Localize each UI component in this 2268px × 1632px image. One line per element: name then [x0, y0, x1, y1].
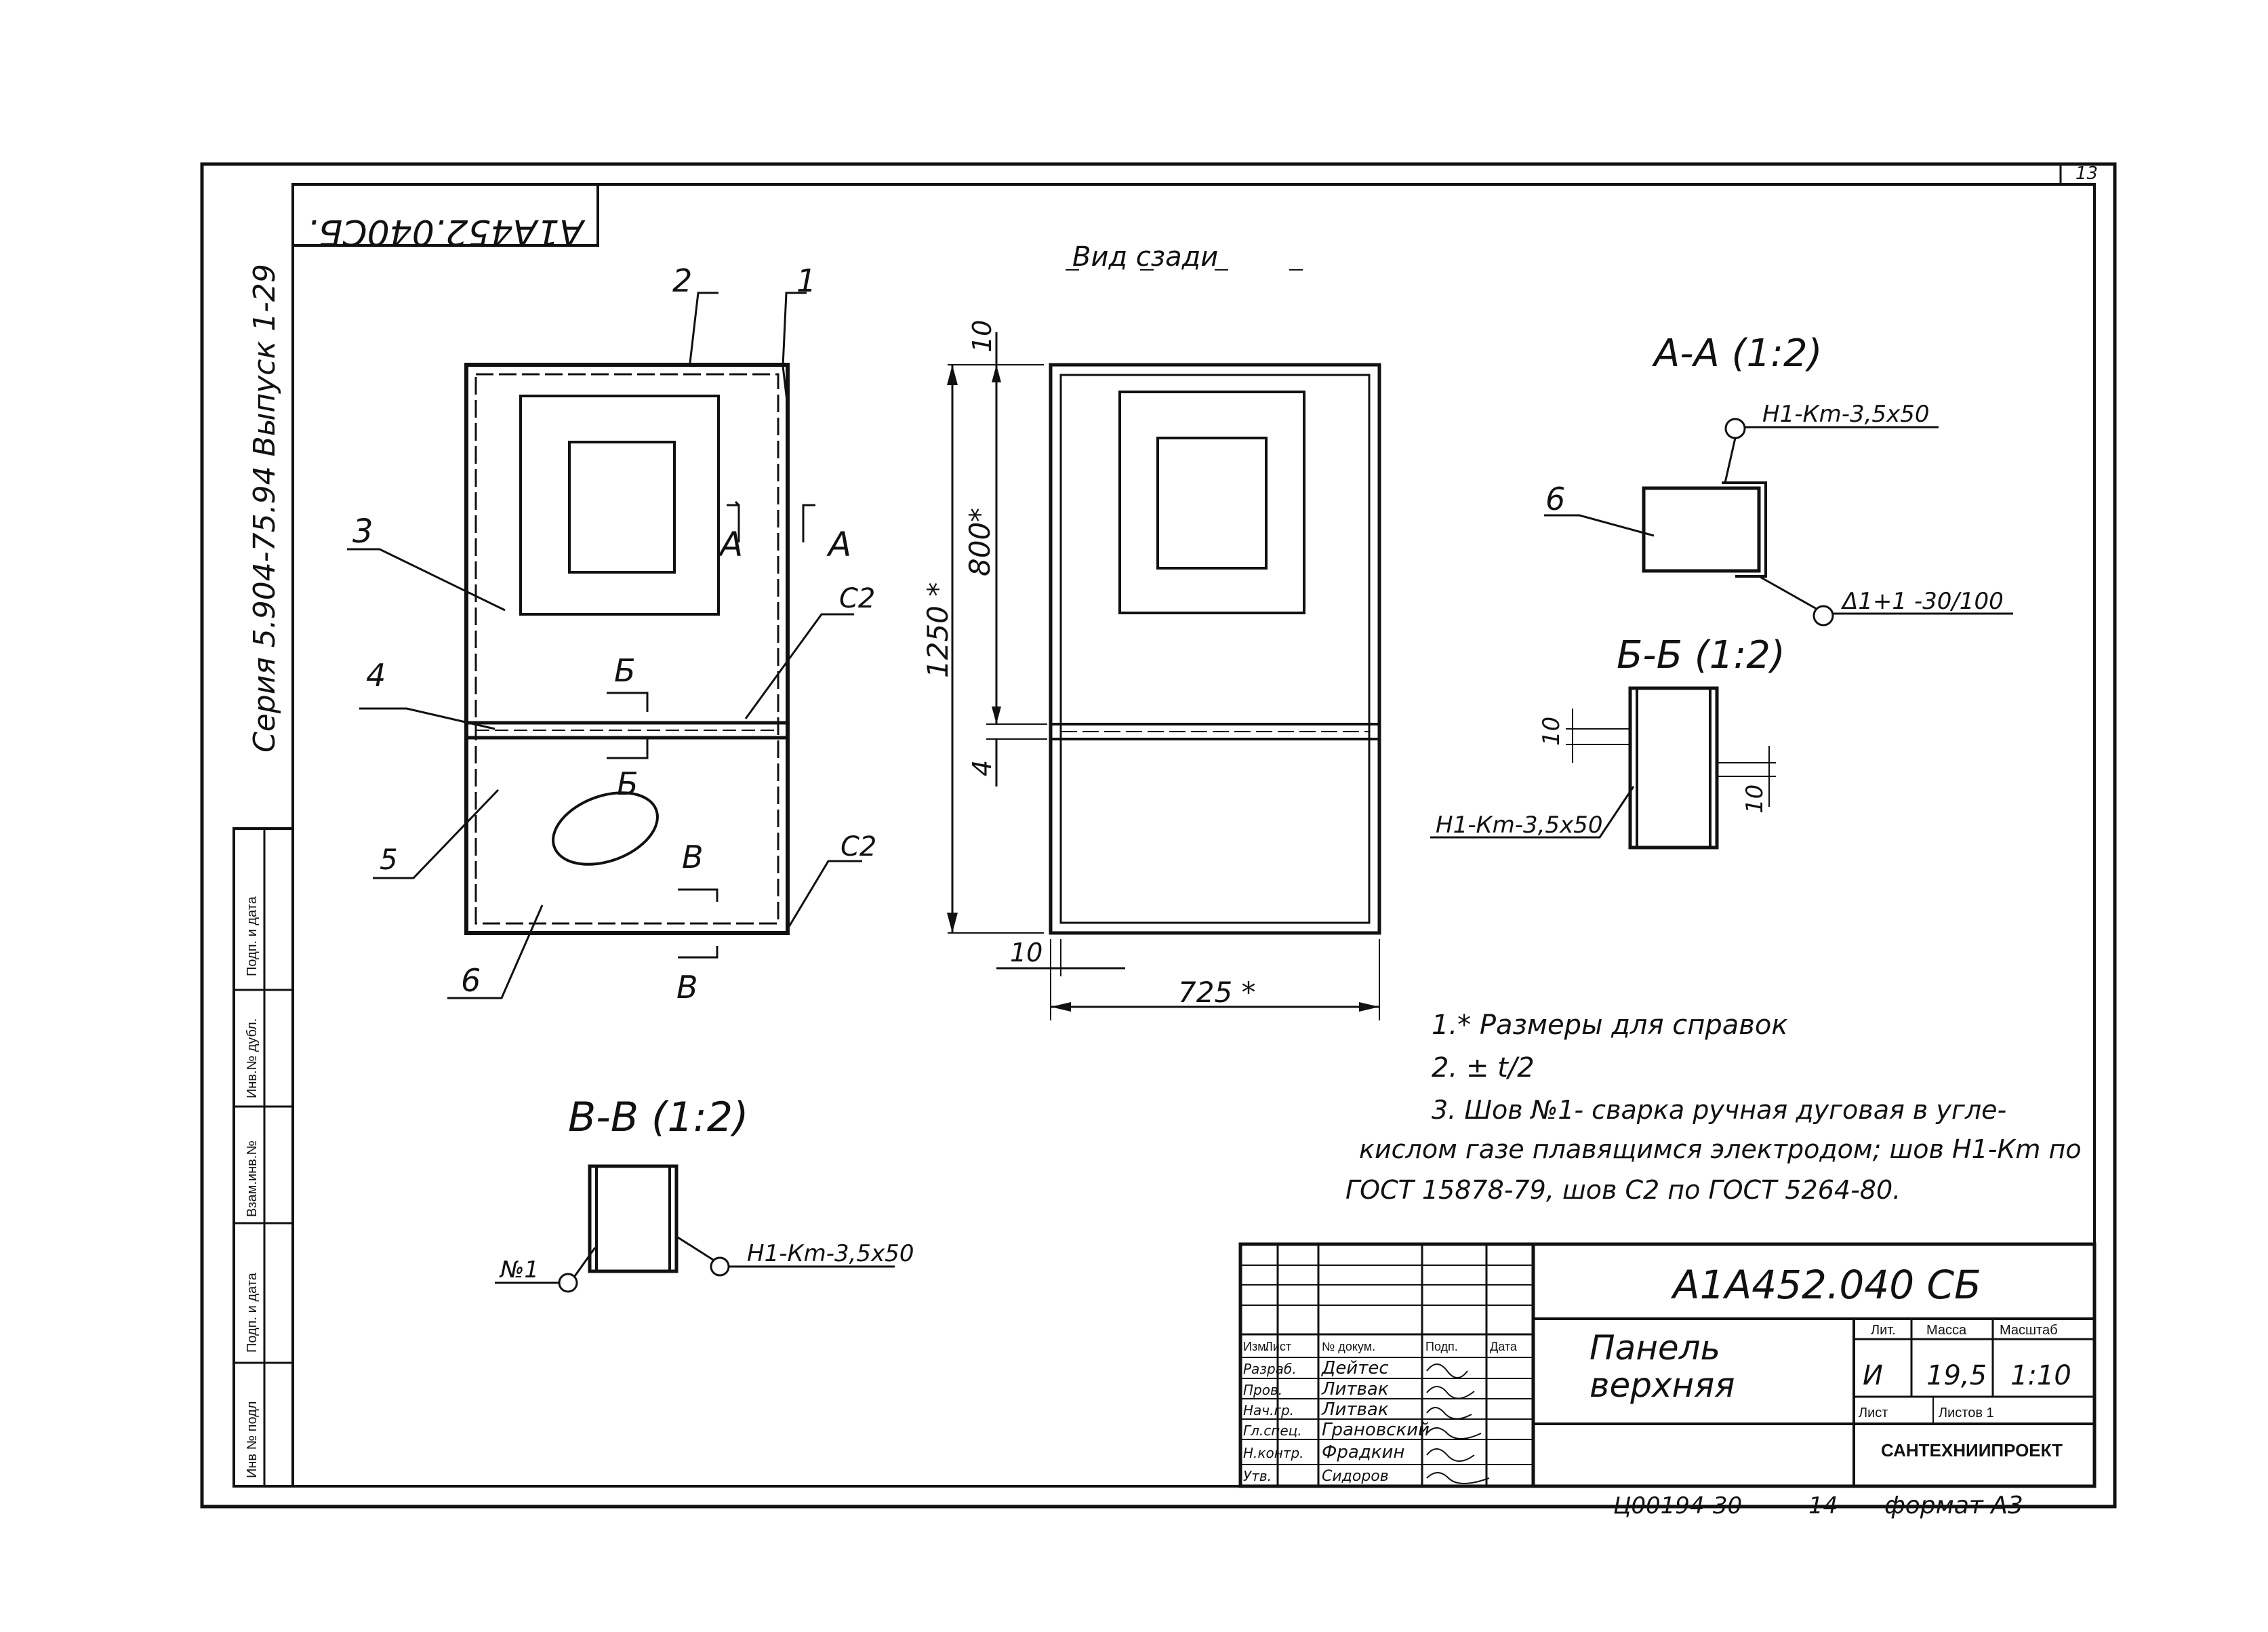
dim-1250: 1250 *	[921, 582, 954, 678]
tb-head-sign: Подп.	[1425, 1340, 1458, 1353]
footer: Ц00194-30 14 формат А3	[1613, 1492, 2023, 1519]
view-title: Вид сзади	[1072, 241, 1218, 273]
series-note: Серия 5.904-75.94 Выпуск 1-29	[247, 264, 282, 753]
section-aa-weld-bottom: Δ1+1 -30/100	[1840, 588, 2004, 615]
section-aa-weld-top: Н1-Кm-3,5x50	[1762, 401, 1929, 428]
tb-name-2: Литвак	[1321, 1379, 1389, 1399]
section-mark-b-top: Б	[614, 652, 636, 689]
tb-role-5: Н.контр.	[1243, 1445, 1304, 1461]
tb-role-2: Пров.	[1243, 1382, 1282, 1398]
section-vv-weld-right: Н1-Кm-3,5x50	[747, 1240, 914, 1267]
section-bb-title: Б-Б (1:2)	[1617, 633, 1785, 677]
section-bb-dim-a: 10	[1538, 717, 1565, 746]
tb-sheets: Листов 1	[1939, 1406, 1994, 1420]
tb-role-4: Гл.спец.	[1243, 1422, 1302, 1439]
section-mark-a-left: А	[718, 525, 743, 564]
callout-c2-top: С2	[839, 583, 875, 614]
section-mark-a-right: А	[826, 525, 851, 564]
note-3: 3. Шов №1- сварка ручная дуговая в угле-	[1432, 1095, 2006, 1125]
title-block: Изм. Лист № докум. Подп. Дата Разраб. Пр…	[1238, 1242, 2097, 1488]
callout-5: 5	[380, 843, 398, 876]
mirrored-stamp-box: A1A452.040СБ.	[291, 183, 599, 252]
left-stamp-strip: Подп. и дата Инв.№ дубл. Взам.инв.№ Подп…	[232, 827, 294, 1488]
footer-inv: Ц00194-30	[1613, 1492, 1742, 1519]
tb-name-1: Дейтес	[1321, 1358, 1389, 1378]
section-aa: А-А (1:2) 6 Н1-Кm-3,5x50 Δ1+1 -30/100	[1544, 332, 2013, 626]
callout-2: 2	[672, 262, 692, 299]
front-panel-drawing: 1 2 3 4 5 6 С2 С2 А А Б Б В В	[347, 262, 876, 1006]
dim-top-10: 10	[967, 320, 997, 353]
notes: 1.* Размеры для справок 2. ± t/2 3. Шов …	[1345, 1010, 2082, 1205]
dim-mid-4: 4	[967, 760, 997, 776]
note-2: 2. ± t/2	[1432, 1052, 1535, 1083]
footer-format: формат А3	[1884, 1492, 2023, 1519]
tb-role-6: Утв.	[1243, 1468, 1272, 1484]
section-vv-title: В-В (1:2)	[568, 1094, 748, 1141]
tb-col-scale: Масштаб	[2000, 1323, 2058, 1338]
page-number: 13	[2075, 163, 2098, 184]
callout-4: 4	[366, 657, 386, 694]
mirrored-stamp-text: A1A452.040СБ.	[307, 212, 586, 252]
dim-left-10: 10	[1010, 938, 1042, 968]
section-mark-v-bottom: В	[676, 969, 698, 1006]
tb-lit: И	[1863, 1360, 1883, 1391]
note-3-end: ГОСТ 15878-79, шов С2 по ГОСТ 5264-80.	[1345, 1175, 1901, 1205]
tb-org: САНТЕХНИИПРОЕКТ	[1881, 1440, 2063, 1460]
callout-c2-bottom: С2	[841, 831, 876, 862]
tb-head-doc: № докум.	[1322, 1340, 1375, 1353]
tb-role-1: Разраб.	[1243, 1361, 1297, 1377]
tb-name-5: Фрадкин	[1322, 1442, 1404, 1462]
section-mark-v-top: В	[682, 839, 704, 875]
tb-col-lit: Лит.	[1871, 1323, 1896, 1338]
section-bb: Б-Б (1:2) 10 10 Н1-Кm-3,5x50	[1430, 633, 1785, 850]
dim-725: 725 *	[1178, 976, 1256, 1009]
section-vv: В-В (1:2) №1 Н1-Кm-3,5x50	[495, 1094, 914, 1293]
strip-label-3: Взам.инв.№	[245, 1140, 260, 1217]
tb-name-4: Грановский	[1322, 1420, 1430, 1440]
tb-name-line2: верхняя	[1589, 1366, 1735, 1405]
tb-sheet: Лист	[1859, 1406, 1888, 1420]
tb-mass: 19,5	[1926, 1360, 1987, 1391]
callout-3: 3	[352, 513, 373, 551]
tb-doc-number: А1А452.040 СБ	[1670, 1262, 1981, 1308]
note-1: 1.* Размеры для справок	[1432, 1010, 1788, 1041]
tb-head-izm: Изм.	[1243, 1340, 1270, 1353]
section-aa-title: А-А (1:2)	[1652, 332, 1822, 376]
tb-name-3: Литвак	[1321, 1399, 1389, 1420]
callout-1: 1	[796, 262, 816, 299]
dim-800: 800*	[963, 508, 996, 576]
strip-label-2: Инв.№ дубл.	[245, 1018, 260, 1098]
tb-name-line1: Панель	[1589, 1328, 1720, 1368]
section-bb-dim-b: 10	[1741, 784, 1768, 814]
tb-head-list: Лист	[1265, 1340, 1291, 1353]
note-3-cont: кислом газе плавящимся электродом; шов Н…	[1359, 1134, 2082, 1164]
section-vv-weld-left: №1	[499, 1256, 539, 1283]
tb-col-mass: Масса	[1926, 1323, 1967, 1338]
section-aa-callout: 6	[1545, 481, 1565, 517]
section-bb-weld: Н1-Кm-3,5x50	[1436, 812, 1602, 839]
tb-head-date: Дата	[1490, 1340, 1518, 1353]
strip-label-4: Подп. и дата	[245, 1272, 260, 1353]
section-mark-b-bottom: Б	[617, 765, 639, 802]
tb-name-6: Сидоров	[1322, 1468, 1389, 1485]
strip-label-5: Инв № подл	[245, 1401, 260, 1478]
rear-view-drawing: 10 800* 1250 * 4 10 725 *	[921, 320, 1381, 1020]
strip-label-1: Подп. и дата	[245, 896, 260, 976]
tb-scale: 1:10	[2010, 1360, 2071, 1391]
footer-num: 14	[1808, 1492, 1838, 1519]
tb-role-3: Нач.гр.	[1243, 1402, 1294, 1418]
callout-6: 6	[461, 962, 481, 999]
